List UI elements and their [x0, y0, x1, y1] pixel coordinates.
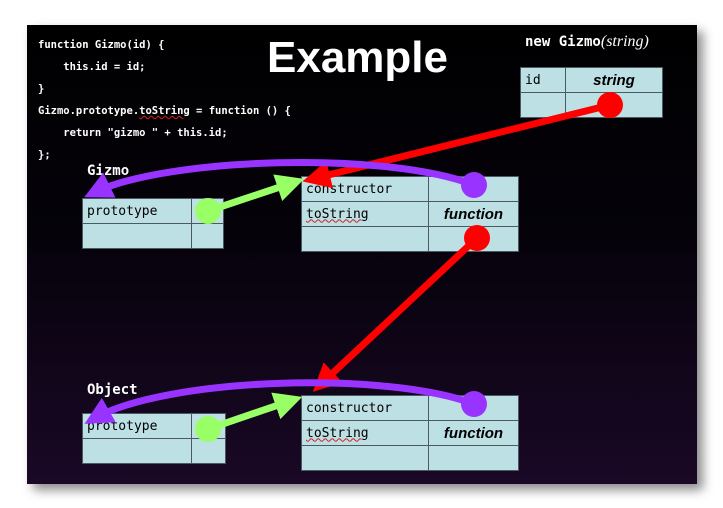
gizmo-constructor-dot	[461, 172, 487, 198]
object-prototype-dot	[195, 416, 221, 442]
gizmo-constructor-arrow	[84, 158, 476, 198]
new-gizmo-label: new Gizmo(string)	[525, 33, 649, 51]
gizmo-proto-chain-arrow	[312, 235, 480, 392]
gizmo-proto-tostring: toString	[301, 201, 429, 227]
gizmo-prototype-dot	[195, 198, 221, 224]
code-line-3: }	[38, 83, 45, 95]
instance-proto-arrow	[302, 101, 611, 189]
code-line-1: function Gizmo(id) {	[38, 39, 165, 51]
instance-value: string	[565, 67, 663, 93]
gizmo-prototype-arrow	[206, 174, 305, 215]
object-constructor-dot	[461, 391, 487, 417]
code-line-2: this.id = id;	[38, 61, 146, 73]
object-constructor-arrow	[84, 379, 476, 424]
pointer-arrows	[84, 92, 623, 442]
gizmo-proto-chain-dot	[464, 225, 490, 251]
object-prototype-arrow	[206, 392, 303, 433]
slide-title: Example	[267, 33, 448, 82]
object-label: Object	[87, 382, 138, 398]
slide: function Gizmo(id) { this.id = id; } Giz…	[27, 25, 697, 484]
new-gizmo-text: new Gizmo	[525, 34, 601, 50]
code-line-4: Gizmo.prototype.toString = function () {	[38, 105, 291, 117]
code-line-5: return "gizmo " + this.id;	[38, 127, 228, 139]
instance-proto-dot	[597, 92, 623, 118]
code-line-6: };	[38, 149, 51, 161]
gizmo-prototype-key: prototype	[82, 198, 192, 224]
new-gizmo-arg: (string)	[600, 33, 649, 50]
